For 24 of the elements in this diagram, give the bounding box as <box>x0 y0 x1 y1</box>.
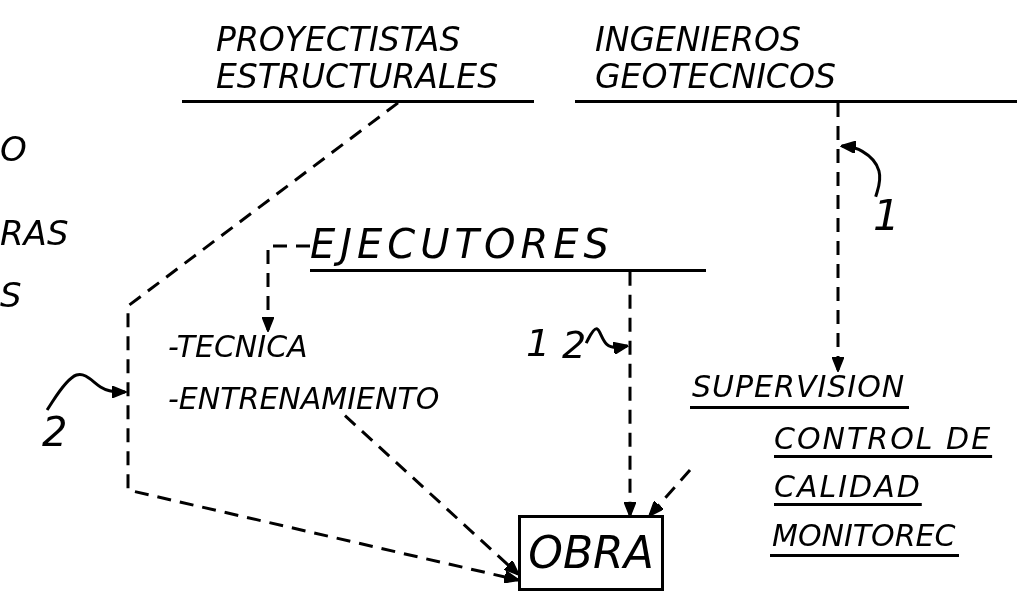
callout-number: 2 <box>42 410 68 455</box>
role-list: SUPERVISION <box>690 370 910 409</box>
fragment-text: O <box>0 132 27 166</box>
dashed-arrow <box>126 101 521 584</box>
dashed-arrow <box>831 102 845 373</box>
fragment-text: RAS <box>0 216 69 250</box>
role-heading: EJECUTORES <box>310 222 706 272</box>
dashed-arrow <box>344 414 520 576</box>
pointer-arrow <box>839 140 882 198</box>
callout-number: 2 <box>562 324 587 367</box>
role-heading: INGENIEROS GEOTECNICOS <box>575 22 1017 103</box>
role-heading: PROYECTISTAS ESTRUCTURALES <box>182 22 534 103</box>
dashed-arrow <box>261 244 310 333</box>
list-item: -ENTRENAMIENTO <box>168 382 440 416</box>
process-box: OBRA <box>518 515 664 591</box>
pointer-arrow <box>45 373 128 411</box>
dashed-arrow <box>648 469 692 517</box>
list-item: -TECNICA <box>168 330 308 364</box>
callout-number: 1 <box>873 192 900 240</box>
role-list: MONITOREC <box>770 518 960 558</box>
role-list: CONTROL DE CALIDAD <box>772 414 1008 513</box>
callout-number: 1 <box>526 324 551 362</box>
dashed-arrow <box>623 271 637 518</box>
fragment-text: S <box>0 278 22 312</box>
